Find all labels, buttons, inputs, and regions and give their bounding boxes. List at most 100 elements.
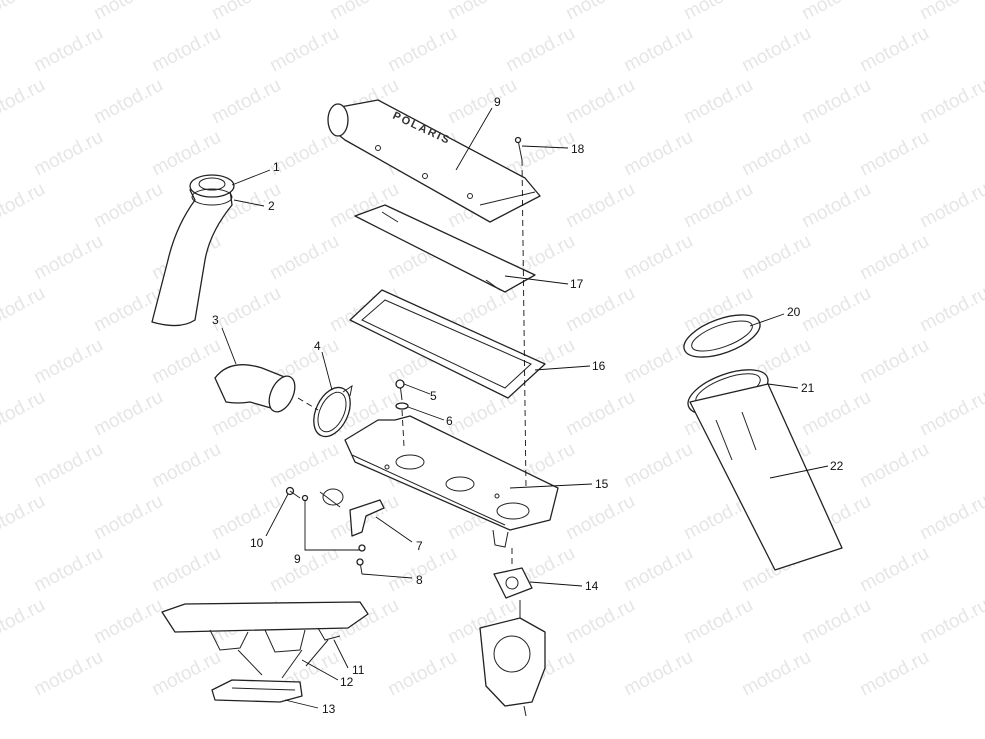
watermark-text: motod.ru (148, 23, 224, 77)
watermark-text: motod.ru (620, 647, 696, 701)
watermark-text: motod.ru (444, 75, 520, 129)
watermark-text: motod.ru (916, 0, 985, 24)
callout-1: 1 (273, 160, 280, 174)
watermark-text: motod.ru (680, 0, 756, 24)
callout-4: 4 (314, 339, 321, 353)
watermark-text: motod.ru (502, 23, 578, 77)
assembly-lines (297, 159, 527, 568)
callout-10: 10 (250, 536, 264, 550)
watermark-text: motod.ru (738, 127, 814, 181)
watermark-text: motod.ru (562, 491, 638, 545)
watermark-text: motod.ru (90, 491, 166, 545)
watermark-text: motod.ru (30, 335, 106, 389)
watermark-text: motod.ru (30, 231, 106, 285)
watermark-text: motod.ru (0, 179, 49, 233)
watermark-text: motod.ru (148, 127, 224, 181)
watermark-text: motod.ru (90, 75, 166, 129)
watermark-text: motod.ru (856, 23, 932, 77)
watermark-text: motod.ru (148, 543, 224, 597)
watermark-text: motod.ru (738, 647, 814, 701)
callout-12: 12 (340, 675, 354, 689)
air-filter-element (354, 204, 536, 293)
callout-15: 15 (595, 477, 609, 491)
watermark-text: motod.ru (680, 595, 756, 649)
fasteners-8-9-10 (285, 486, 366, 575)
watermark-text: motod.ru (856, 127, 932, 181)
watermark-text: motod.ru (798, 179, 874, 233)
bolt-and-washer (395, 379, 409, 410)
manifold-gasket (211, 679, 303, 703)
callout-8: 8 (416, 573, 423, 587)
watermark-text: motod.ru (384, 23, 460, 77)
watermark-text: motod.ru (30, 23, 106, 77)
callout-11: 11 (352, 663, 365, 677)
callout-6: 6 (446, 414, 453, 428)
carb-flange-gasket (493, 567, 533, 599)
rubber-elbow (214, 364, 296, 413)
watermark-text: motod.ru (916, 179, 985, 233)
watermark-text: motod.ru (266, 23, 342, 77)
callout-14: 14 (585, 579, 599, 593)
watermark-text: motod.ru (562, 75, 638, 129)
watermark-text: motod.ru (148, 335, 224, 389)
watermark-text: motod.ru (148, 439, 224, 493)
carburetor (479, 600, 546, 717)
watermark-text: motod.ru (620, 23, 696, 77)
callout-3: 3 (212, 313, 219, 327)
watermark-text: motod.ru (0, 75, 49, 129)
callout-18: 18 (571, 142, 585, 156)
callout-16: 16 (592, 359, 606, 373)
watermark-text: motod.ru (856, 335, 932, 389)
watermark-text: motod.ru (798, 0, 874, 24)
callout-5: 5 (430, 389, 437, 403)
watermark-text: motod.ru (208, 75, 284, 129)
watermark-text: motod.ru (326, 0, 402, 24)
callout-17: 17 (570, 277, 584, 291)
watermark-text: motod.ru (208, 491, 284, 545)
leader-lines (221, 107, 829, 709)
callout-21: 21 (801, 381, 815, 395)
hose-clamp (313, 384, 353, 438)
watermark-text: motod.ru (0, 387, 49, 441)
screw-part-18 (514, 136, 523, 161)
watermark-text: motod.ru (916, 595, 985, 649)
watermark-text: motod.ru (562, 179, 638, 233)
watermark-text: motod.ru (266, 439, 342, 493)
watermark-text: motod.ru (738, 231, 814, 285)
callout-7: 7 (416, 539, 423, 553)
watermark-text: motod.ru (562, 0, 638, 24)
watermark-text: motod.ru (90, 0, 166, 24)
watermark-text: motod.ru (916, 387, 985, 441)
watermark-text: motod.ru (0, 595, 49, 649)
watermark-text: motod.ru (208, 283, 284, 337)
airbox-base (344, 415, 559, 548)
watermark-text: motod.ru (30, 647, 106, 701)
watermark-text: motod.ru (620, 439, 696, 493)
watermark-text: motod.ru (680, 179, 756, 233)
watermark-text: motod.ru (444, 0, 520, 24)
watermark-text: motod.ru (90, 179, 166, 233)
intake-elbow-tube (151, 174, 235, 327)
watermark-text: motod.ru (798, 75, 874, 129)
airbox-gasket (349, 289, 546, 399)
watermark-text: motod.ru (856, 439, 932, 493)
watermark-text: motod.ru (680, 75, 756, 129)
watermark-text: motod.ru (916, 283, 985, 337)
watermark-text: motod.ru (0, 0, 49, 24)
watermark-text: motod.ru (738, 23, 814, 77)
callout-9-top: 9 (494, 95, 501, 109)
watermark-text: motod.ru (620, 231, 696, 285)
mounting-bracket (319, 488, 385, 537)
callout-labels: 1 2 3 4 5 6 7 8 9 9 10 11 12 13 14 15 16… (212, 95, 844, 716)
watermark-text: motod.ru (30, 439, 106, 493)
watermark-text: motod.ru (30, 127, 106, 181)
watermark-text: motod.ru (916, 491, 985, 545)
callout-13: 13 (322, 702, 336, 716)
intake-duct-tube (689, 383, 843, 571)
watermark-text: motod.ru (798, 283, 874, 337)
watermark-text: motod.ru (266, 543, 342, 597)
watermark-text: motod.ru (856, 543, 932, 597)
callout-20: 20 (787, 305, 801, 319)
watermark-text: motod.ru (0, 283, 49, 337)
